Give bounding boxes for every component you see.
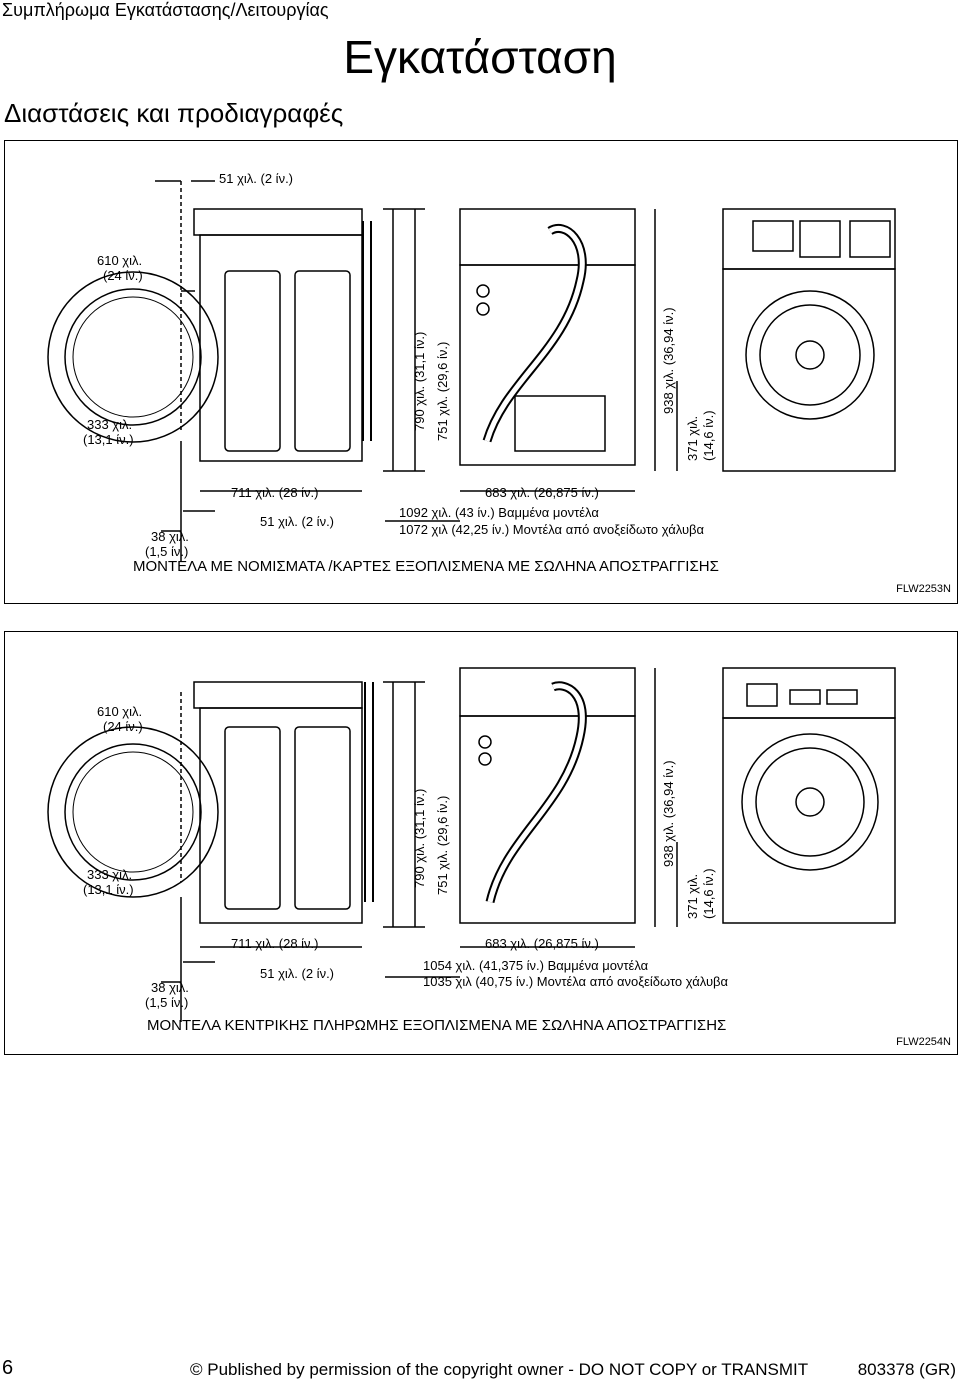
dim-d51: 51 χιλ. (2 ίν.) — [260, 514, 335, 529]
dim-610-line2: (24 ίν.) — [103, 719, 143, 734]
page-title: Εγκατάσταση — [0, 30, 960, 84]
dim-h751: 751 χιλ. (29,6 ίν.) — [435, 341, 450, 441]
dim-d51: 51 χιλ. (2 ίν.) — [260, 966, 335, 981]
top-view-outer-ring — [47, 271, 219, 443]
dim-d711: 711 χιλ. (28 ίν.) — [231, 936, 319, 951]
dim-h371-line2: (14,6 ίν.) — [701, 868, 716, 919]
document-number: 803378 (GR) — [857, 1360, 956, 1379]
figure-code: FLW2253N — [896, 583, 951, 595]
front-view-door — [745, 290, 875, 420]
dim-d1072: 1072 χιλ (42,25 ίν.) Μοντέλα από ανοξείδ… — [399, 522, 705, 537]
dim-h371-line1: 371 χιλ. — [685, 415, 700, 461]
figure-code: FLW2254N — [896, 1036, 951, 1048]
dim-d38-line1: 38 χιλ. — [151, 529, 189, 544]
dim-top-51: 51 χιλ. (2 ίν.) — [219, 171, 294, 186]
figure-caption: ΜΟΝΤΕΛΑ ΚΕΝΤΡΙΚΗΣ ΠΛΗΡΩΜΗΣ ΕΞΟΠΛΙΣΜΕΝΑ Μ… — [147, 1017, 727, 1034]
dim-d1054: 1054 χιλ. (41,375 ίν.) Βαμμένα μοντέλα — [423, 958, 649, 973]
washer-drawing-1 — [47, 180, 896, 561]
washer-drawing-2 — [47, 667, 896, 1022]
section-header: Συμπλήρωμα Εγκατάστασης/Λειτουργίας — [2, 0, 329, 20]
dim-d1035: 1035 χιλ (40,75 ίν.) Μοντέλα από ανοξείδ… — [423, 974, 729, 989]
dim-333-line1: 333 χιλ. — [87, 867, 133, 882]
dim-610-line2: (24 ίν.) — [103, 268, 143, 283]
figure-caption: ΜΟΝΤΕΛΑ ΜΕ ΝΟΜΙΣΜΑΤΑ /ΚΑΡΤΕΣ ΕΞΟΠΛΙΣΜΕΝΑ… — [133, 558, 719, 575]
page-title-text: Εγκατάσταση — [343, 31, 617, 83]
dim-d683: 683 χιλ. (26,875 ίν.) — [485, 485, 599, 500]
dimension-figure-coin-models: 51 χιλ. (2 ίν.) 610 χιλ. (24 ίν.) 333 χι… — [4, 140, 958, 604]
dim-333-line2: (13,1 ίν.) — [83, 882, 134, 897]
dim-d38-line2: (1,5 ίν.) — [145, 544, 189, 559]
dim-h790: 790 χιλ. (31,1 ίν.) — [412, 788, 427, 888]
dim-d1092: 1092 χιλ. (43 ίν.) Βαμμένα μοντέλα — [399, 505, 599, 520]
front-view-console — [722, 208, 896, 270]
dim-d711: 711 χιλ. (28 ίν.) — [231, 485, 319, 500]
back-view-top — [459, 208, 636, 266]
dim-d683: 683 χιλ. (26,875 ίν.) — [485, 936, 599, 951]
dim-h371-line2: (14,6 ίν.) — [701, 410, 716, 461]
dim-h938: 938 χιλ. (36,94 ίν.) — [661, 760, 676, 867]
dim-610-line1: 610 χιλ. — [97, 704, 143, 719]
dim-h790: 790 χιλ. (31,1 ίν.) — [412, 331, 427, 431]
dimension-figure-central-pay-models: 610 χιλ. (24 ίν.) 333 χιλ. (13,1 ίν.) 79… — [4, 631, 958, 1055]
dim-h751: 751 χιλ. (29,6 ίν.) — [435, 795, 450, 895]
dim-610-line1: 610 χιλ. — [97, 253, 143, 268]
dim-h371-line1: 371 χιλ. — [685, 873, 700, 919]
copyright-notice: © Published by permission of the copyrig… — [190, 1360, 809, 1379]
dim-333-line1: 333 χιλ. — [87, 417, 133, 432]
back-view-body — [459, 264, 636, 466]
subheading: Διαστάσεις και προδιαγραφές — [4, 98, 344, 128]
dim-h938: 938 χιλ. (36,94 ίν.) — [661, 307, 676, 414]
front-view-body — [722, 268, 896, 472]
side-view-top — [193, 208, 363, 236]
dim-333-line2: (13,1 ίν.) — [83, 432, 134, 447]
top-view-door-glass — [64, 288, 202, 426]
dim-d38-line2: (1,5 ίν.) — [145, 995, 189, 1010]
dim-d38-line1: 38 χιλ. — [151, 980, 189, 995]
page-number: 6 — [2, 1357, 14, 1379]
